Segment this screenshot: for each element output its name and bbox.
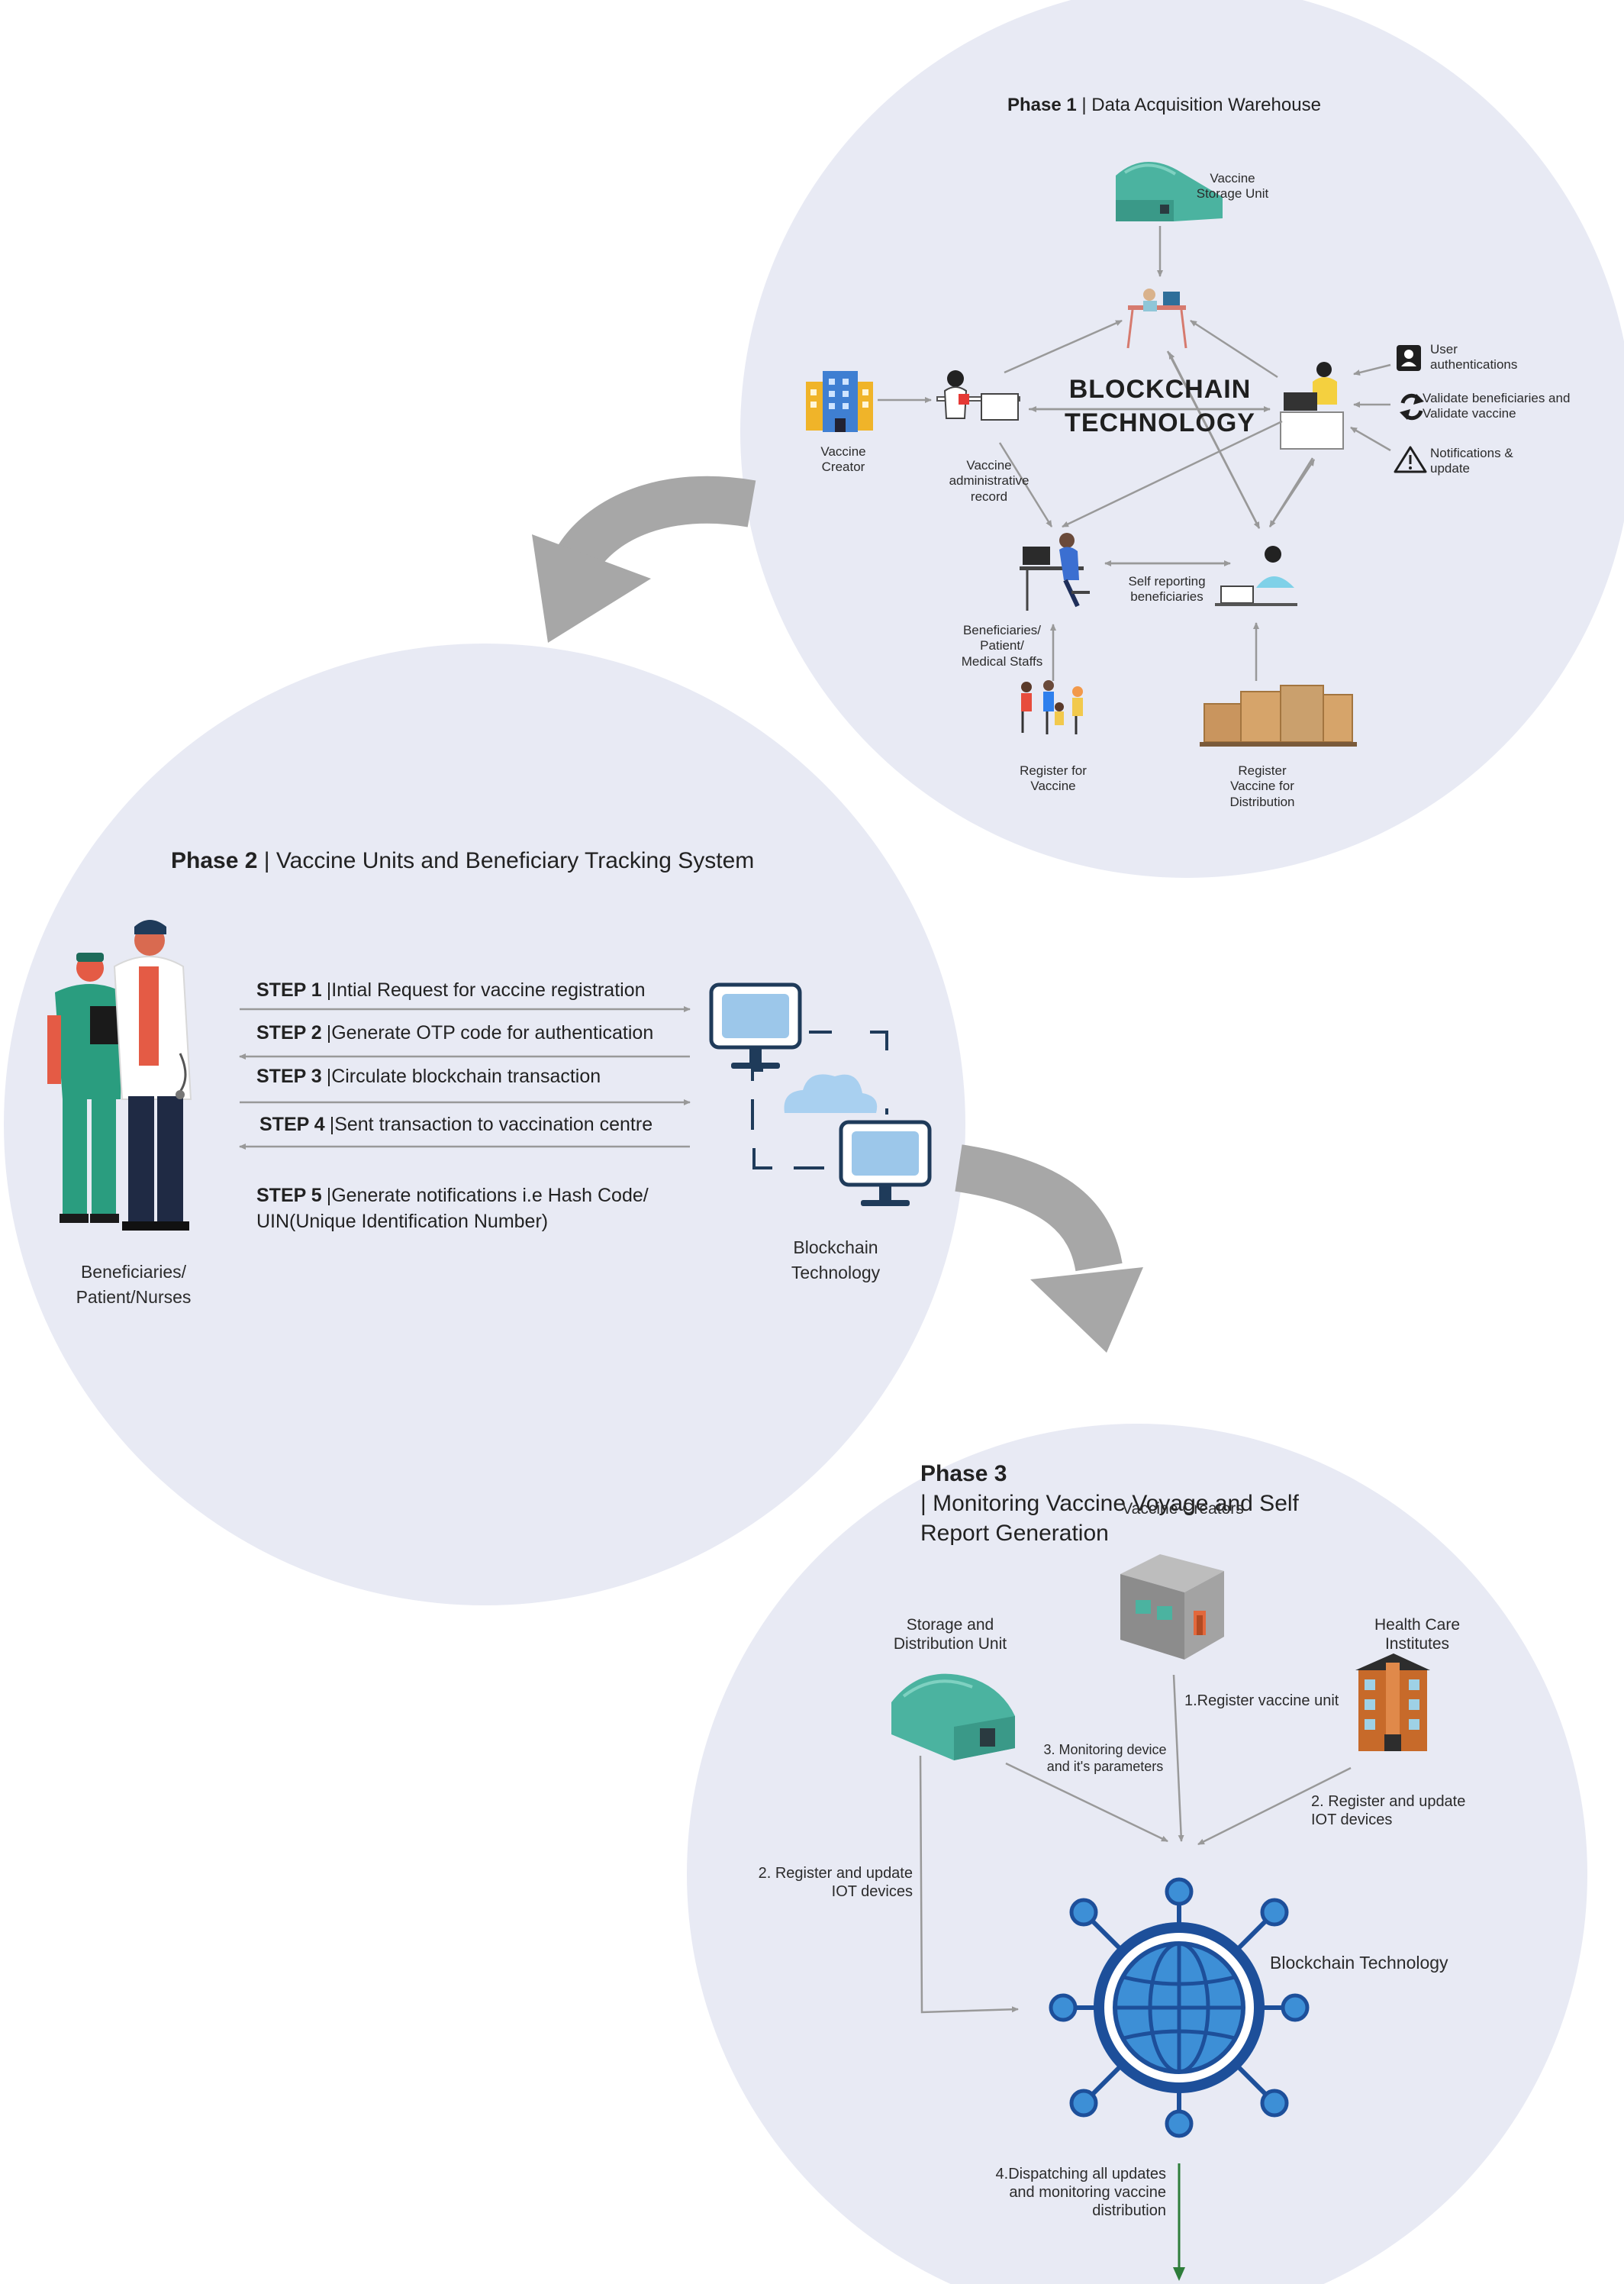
phase3-storage-icon — [891, 1673, 1015, 1760]
phase3-title: Phase 3 | Monitoring Vaccine Voyage and … — [920, 1429, 1409, 1548]
phase1-side-item-user: User authentications — [1430, 342, 1518, 373]
phase1-admin-label: Vaccine administrative record — [949, 458, 1030, 504]
phase1-beneficiaries-label: Beneficiaries/ Patient/ Medical Staffs — [961, 623, 1043, 669]
phase1-self-report-label: Self reporting beneficiaries — [1128, 574, 1206, 605]
phase2-cloud-icon — [784, 1074, 878, 1113]
phase1-people-group-icon — [1021, 680, 1083, 734]
phase3-dispatch-label: 4.Dispatching all updates and monitoring… — [995, 2166, 1166, 2219]
phase3-creators-building-icon — [1120, 1554, 1224, 1660]
phase1-connectors — [878, 226, 1391, 681]
phase2-step-arrows — [239, 1006, 691, 1150]
phase2-step-2-num: STEP 2 — [256, 1022, 322, 1044]
phase2-step-4-text: |Sent transaction to vaccination centre — [329, 1114, 653, 1135]
phase1-validator-worker-icon — [1280, 362, 1344, 450]
phase2-title: Phase 2 | Vaccine Units and Beneficiary … — [171, 847, 858, 875]
phase1-register-distribution-label: Register Vaccine for Distribution — [1229, 763, 1295, 809]
phase2-step-3: STEP 3|Circulate blockchain transaction — [256, 1065, 601, 1088]
refresh-icon — [1400, 393, 1424, 421]
phase1-central-workers-icon — [1126, 289, 1187, 349]
phase3-blockchain-hub-icon — [1049, 1877, 1310, 2138]
phase2-title-rest: | Vaccine Units and Beneficiary Tracking… — [263, 848, 755, 873]
phase2-circle — [4, 644, 965, 1605]
phase1-admin-record-icon — [936, 370, 1020, 421]
phase2-step-5-num: STEP 5 — [256, 1184, 322, 1206]
phase3-health-label: Health Care Institutes — [1374, 1616, 1461, 1653]
phase2-step-5: STEP 5|Generate notifications i.e Hash C… — [256, 1157, 649, 1234]
phase2-computer-bottom-icon — [839, 1120, 932, 1206]
phase1-register-vaccine-label: Register for Vaccine — [1020, 763, 1087, 794]
phase1-boxes-icon — [1200, 685, 1357, 747]
phase3-edge-monitoring: 3. Monitoring device and it's parameters — [1043, 1742, 1167, 1774]
phase3-title-rest: | Monitoring Vaccine Voyage and Self Rep… — [920, 1491, 1299, 1546]
phase2-computer-top-icon — [709, 982, 802, 1069]
phase3-edge-health-iot: 2. Register and update IOT devices — [1311, 1793, 1466, 1828]
phase1-blockchain-title: BLOCKCHAIN TECHNOLOGY — [1046, 373, 1274, 440]
phase1-beneficiary-desk-icon — [1020, 533, 1090, 611]
phase2-step-2-text: |Generate OTP code for authentication — [326, 1022, 654, 1044]
phase1-title-rest: | Data Acquisition Warehouse — [1081, 95, 1321, 115]
phase1-to-phase2-arrow — [532, 476, 756, 643]
phase1-creator-label: Vaccine Creator — [820, 444, 866, 475]
phase3-title-bold: Phase 3 — [920, 1461, 1007, 1486]
phase2-step-5-text: |Generate notifications i.e Hash Code/ U… — [256, 1184, 649, 1232]
phase2-step-3-text: |Circulate blockchain transaction — [326, 1066, 601, 1087]
phase1-title: Phase 1 | Data Acquisition Warehouse — [1007, 95, 1404, 117]
phase2-step-4-num: STEP 4 — [259, 1114, 325, 1135]
phase3-edge-storage-iot: 2. Register and update IOT devices — [758, 1865, 913, 1900]
phase1-creator-building-icon — [806, 371, 873, 432]
phase3-storage-label: Storage and Distribution Unit — [893, 1616, 1007, 1653]
phase1-blockchain-line1: BLOCKCHAIN — [1068, 375, 1252, 404]
phase3-circle — [687, 1424, 1587, 2284]
phase1-storage-label: Vaccine Storage Unit — [1196, 171, 1269, 202]
phase2-tech-label: Blockchain Technology — [791, 1237, 881, 1283]
phase2-step-1: STEP 1|Intial Request for vaccine regist… — [256, 979, 646, 1002]
phase3-creators-label: Vaccine Creators — [1122, 1500, 1244, 1518]
phase1-storage-icon — [1116, 161, 1223, 221]
phase2-to-phase3-arrow — [955, 1144, 1143, 1353]
phase2-step-4: STEP 4|Sent transaction to vaccination c… — [259, 1113, 652, 1136]
phase2-step-1-num: STEP 1 — [256, 979, 322, 1001]
phase3-edge-register-unit: 1.Register vaccine unit — [1184, 1692, 1339, 1709]
warning-icon — [1394, 446, 1427, 473]
phase1-self-report-worker-icon — [1215, 546, 1297, 606]
phase2-step-2: STEP 2|Generate OTP code for authenticat… — [256, 1021, 653, 1044]
phase2-title-bold: Phase 2 — [171, 848, 258, 873]
phase1-side-item-validate: Validate beneficiaries and Validate vacc… — [1423, 391, 1571, 421]
phase3-hub-label: Blockchain Technology — [1270, 1953, 1448, 1973]
phase3-connectors — [919, 1674, 1352, 2014]
phase1-title-bold: Phase 1 — [1007, 95, 1077, 115]
phase2-step-3-num: STEP 3 — [256, 1066, 322, 1087]
phase2-network-bracket — [751, 1031, 888, 1169]
phase2-doctor-figure — [113, 920, 192, 1231]
user-icon — [1397, 345, 1421, 371]
phase2-nurse-figure — [47, 953, 124, 1223]
phase2-people-label: Beneficiaries/ Patient/Nurses — [76, 1262, 192, 1308]
phase1-blockchain-line2: TECHNOLOGY — [1065, 408, 1255, 438]
phase1-circle — [740, 0, 1624, 878]
phase1-side-item-notify: Notifications & update — [1430, 446, 1513, 476]
phase3-health-building-icon — [1355, 1653, 1430, 1751]
phase2-step-1-text: |Intial Request for vaccine registration — [326, 979, 646, 1001]
